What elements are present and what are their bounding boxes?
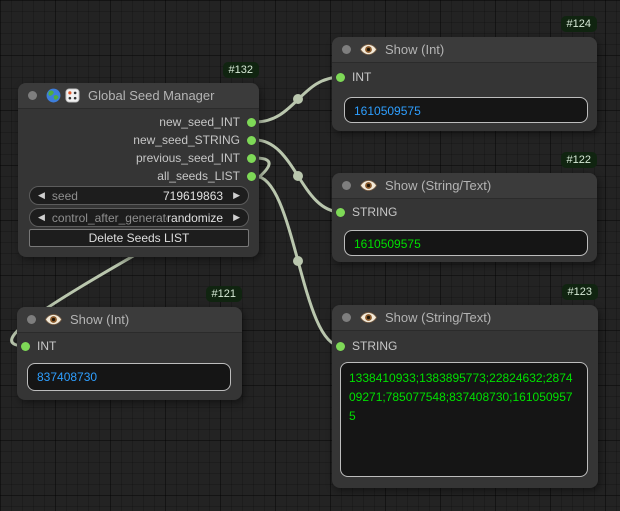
input-dot-icon[interactable] (336, 207, 345, 217)
collapse-dot-icon[interactable] (342, 181, 351, 190)
node-title: Global Seed Manager (88, 88, 215, 103)
node-title: Show (String/Text) (385, 178, 492, 193)
node-titlebar[interactable]: Show (Int) (332, 37, 597, 63)
string-list-line: 5 (349, 409, 356, 423)
eye-icon (45, 313, 62, 326)
input-label: STRING (352, 205, 398, 219)
decrement-arrow-icon[interactable]: ◀ (38, 190, 45, 200)
widget-value: 719619863 (163, 188, 224, 203)
output-dot-icon[interactable] (247, 171, 256, 181)
output-label: previous_seed_INT (135, 151, 240, 165)
widget-value: randomize (167, 210, 224, 225)
node-show-int-124[interactable]: #124 Show (Int) INT 1610509575 (332, 16, 597, 131)
node-title: Show (String/Text) (385, 310, 492, 325)
node-titlebar[interactable]: Global Seed Manager (18, 83, 259, 109)
output-label: all_seeds_LIST (157, 169, 240, 183)
collapse-dot-icon[interactable] (27, 315, 36, 324)
link-midpoint-dot (293, 256, 303, 266)
node-show-string-123[interactable]: #123 Show (String/Text) STRING 133841093… (332, 284, 598, 488)
node-id-badge: #124 (560, 16, 597, 32)
output-dot-icon[interactable] (247, 135, 256, 145)
node-title: Show (Int) (70, 312, 130, 327)
input-label: INT (352, 70, 372, 84)
output-label: new_seed_STRING (133, 133, 240, 147)
string-list-line: 1338410933;1383895773;22824632;2874 (349, 371, 573, 385)
node-show-int-121[interactable]: #121 Show (Int) INT 837408730 (17, 286, 242, 400)
input-slot-int[interactable]: INT (336, 68, 371, 86)
output-slot-all-seeds-list[interactable]: all_seeds_LIST (157, 167, 256, 185)
input-dot-icon[interactable] (336, 72, 345, 82)
delete-seeds-list-button[interactable]: Delete Seeds LIST (29, 229, 249, 247)
eye-icon (360, 311, 377, 324)
input-label: STRING (352, 339, 398, 353)
output-slot-new-seed-string[interactable]: new_seed_STRING (133, 131, 256, 149)
node-id-badge: #132 (222, 62, 259, 78)
input-dot-icon[interactable] (21, 341, 30, 351)
node-titlebar[interactable]: Show (Int) (17, 307, 242, 333)
eye-icon (360, 43, 377, 56)
increment-arrow-icon[interactable]: ▶ (233, 212, 240, 222)
string-list-display[interactable]: 1338410933;1383895773;22824632;2874 0927… (340, 362, 588, 477)
int-value-display[interactable]: 837408730 (27, 363, 231, 391)
collapse-dot-icon[interactable] (342, 313, 351, 322)
control-after-generate-widget[interactable]: ◀ control_after_generate randomize ▶ (29, 208, 249, 227)
input-slot-string[interactable]: STRING (336, 337, 397, 355)
input-dot-icon[interactable] (336, 341, 345, 351)
input-slot-int[interactable]: INT (21, 337, 56, 355)
string-value-display[interactable]: 1610509575 (344, 230, 588, 256)
link-midpoint-dot (293, 94, 303, 104)
widget-name: control_after_generate (51, 210, 168, 225)
node-titlebar[interactable]: Show (String/Text) (332, 173, 597, 199)
input-slot-string[interactable]: STRING (336, 203, 397, 221)
increment-arrow-icon[interactable]: ▶ (233, 190, 240, 200)
decrement-arrow-icon[interactable]: ◀ (38, 212, 45, 222)
widget-name: seed (51, 188, 78, 203)
node-id-badge: #122 (560, 152, 597, 168)
node-id-badge: #123 (561, 284, 598, 300)
output-dot-icon[interactable] (247, 153, 256, 163)
link-midpoint-dot (293, 171, 303, 181)
output-slot-previous-seed-int[interactable]: previous_seed_INT (136, 149, 256, 167)
globe-icon (46, 88, 61, 103)
eye-icon (360, 179, 377, 192)
node-global-seed-manager[interactable]: #132 Global Seed Manager new_seed_INT ne… (18, 62, 259, 257)
node-show-string-122[interactable]: #122 Show (String/Text) STRING 161050957… (332, 152, 597, 262)
int-value-display[interactable]: 1610509575 (344, 97, 588, 123)
dice-icon (65, 88, 80, 103)
node-titlebar[interactable]: Show (String/Text) (332, 305, 598, 331)
string-list-line: 09271;785077548;837408730;161050957 (349, 390, 573, 404)
seed-widget[interactable]: ◀ seed 719619863 ▶ (29, 186, 249, 205)
node-title: Show (Int) (385, 42, 445, 57)
node-id-badge: #121 (205, 286, 242, 302)
input-label: INT (37, 339, 57, 353)
output-slot-new-seed-int[interactable]: new_seed_INT (159, 113, 256, 131)
output-dot-icon[interactable] (247, 117, 256, 127)
collapse-dot-icon[interactable] (342, 45, 351, 54)
output-label: new_seed_INT (159, 115, 240, 129)
collapse-dot-icon[interactable] (28, 91, 37, 100)
